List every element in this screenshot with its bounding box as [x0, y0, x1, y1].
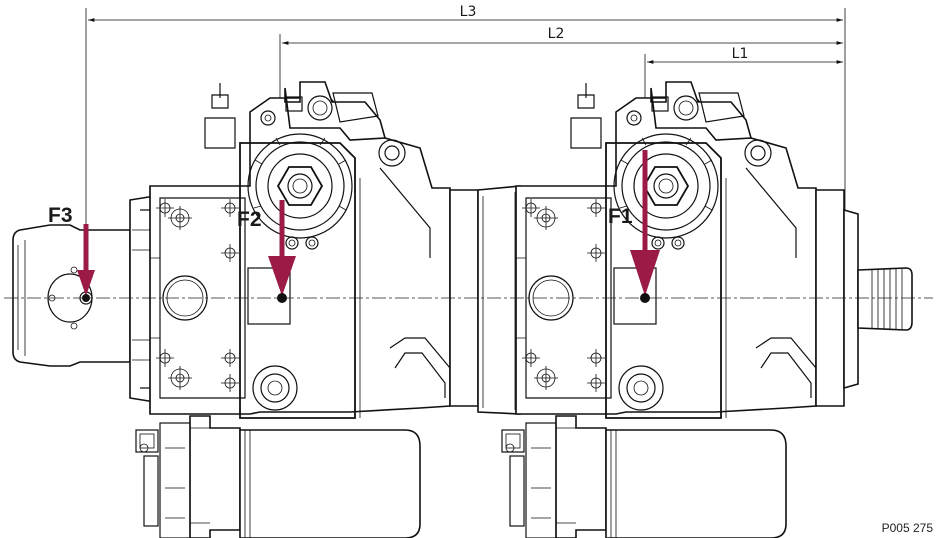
dimension-label-l2: L2: [548, 26, 565, 42]
force-label-f2: F2: [237, 208, 262, 231]
force-arrow-f1: [630, 150, 660, 303]
figure-reference: P005 275: [882, 521, 934, 535]
force-arrow-f2: [268, 200, 296, 303]
force-arrow-f3: [77, 224, 95, 302]
splined-shaft: [843, 208, 913, 390]
dimension-lines: L3 L2 L1: [85, 4, 846, 300]
dimension-label-l3: L3: [460, 4, 477, 20]
force-label-f3: F3: [48, 204, 73, 227]
pump-unit-rear: [136, 82, 478, 538]
adapter-housing: [477, 185, 521, 415]
pump-unit-front: [502, 82, 844, 538]
force-label-f1: F1: [608, 205, 633, 228]
dimension-label-l1: L1: [732, 46, 749, 62]
